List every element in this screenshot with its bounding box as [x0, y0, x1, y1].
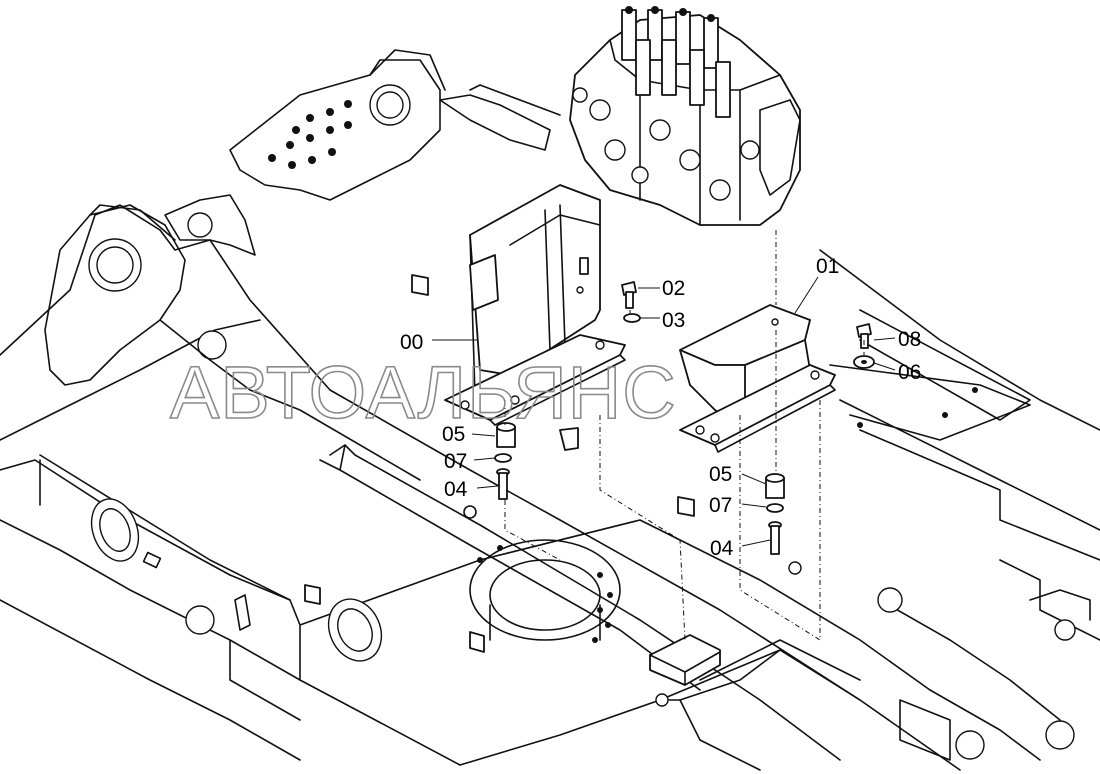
callout-03: 03 — [662, 309, 685, 332]
callout-00: 00 — [400, 331, 423, 354]
fasteners — [494, 281, 875, 555]
right-plate — [829, 364, 1031, 441]
step-plate-holes — [268, 100, 352, 169]
callout-04-right: 04 — [710, 537, 734, 560]
washer-07-left — [494, 453, 512, 463]
bolt-04-left — [496, 468, 510, 500]
bolt-02 — [621, 281, 637, 309]
access-holes — [90, 498, 802, 707]
boom-mount-bracket — [44, 194, 421, 481]
small-clips — [304, 274, 695, 653]
callout-07-left: 07 — [444, 450, 467, 473]
spacer-05-right — [765, 473, 785, 499]
part-00-bracket — [444, 184, 626, 426]
spacer-05-left — [496, 422, 516, 448]
mount-plate — [649, 634, 861, 686]
right-frame-rails — [819, 249, 1100, 761]
callout-02: 02 — [662, 277, 685, 300]
main-frame — [0, 204, 961, 771]
leader-lines — [432, 276, 896, 547]
center-lines — [504, 230, 865, 641]
callout-05-right: 05 — [709, 463, 732, 486]
part-01-mount — [679, 304, 836, 453]
swing-bearing-ring — [469, 539, 621, 643]
bolt-04-right — [768, 521, 782, 555]
washer-07-right — [766, 503, 784, 513]
washer-06 — [853, 355, 875, 369]
callout-06: 06 — [898, 361, 921, 384]
callout-07-right: 07 — [709, 494, 732, 517]
callout-05-left: 05 — [442, 423, 465, 446]
control-valve-block — [569, 6, 801, 226]
washer-03 — [623, 313, 641, 323]
callout-01: 01 — [816, 255, 839, 278]
callout-08: 08 — [898, 328, 921, 351]
valve-spools — [621, 6, 731, 118]
callout-labels: 00 01 02 03 04 04 05 05 06 07 07 08 — [400, 255, 921, 560]
watermark-text: АВТОАЛЬЯНС — [170, 351, 677, 434]
callout-04-left: 04 — [444, 478, 468, 501]
step-plate — [229, 49, 561, 201]
